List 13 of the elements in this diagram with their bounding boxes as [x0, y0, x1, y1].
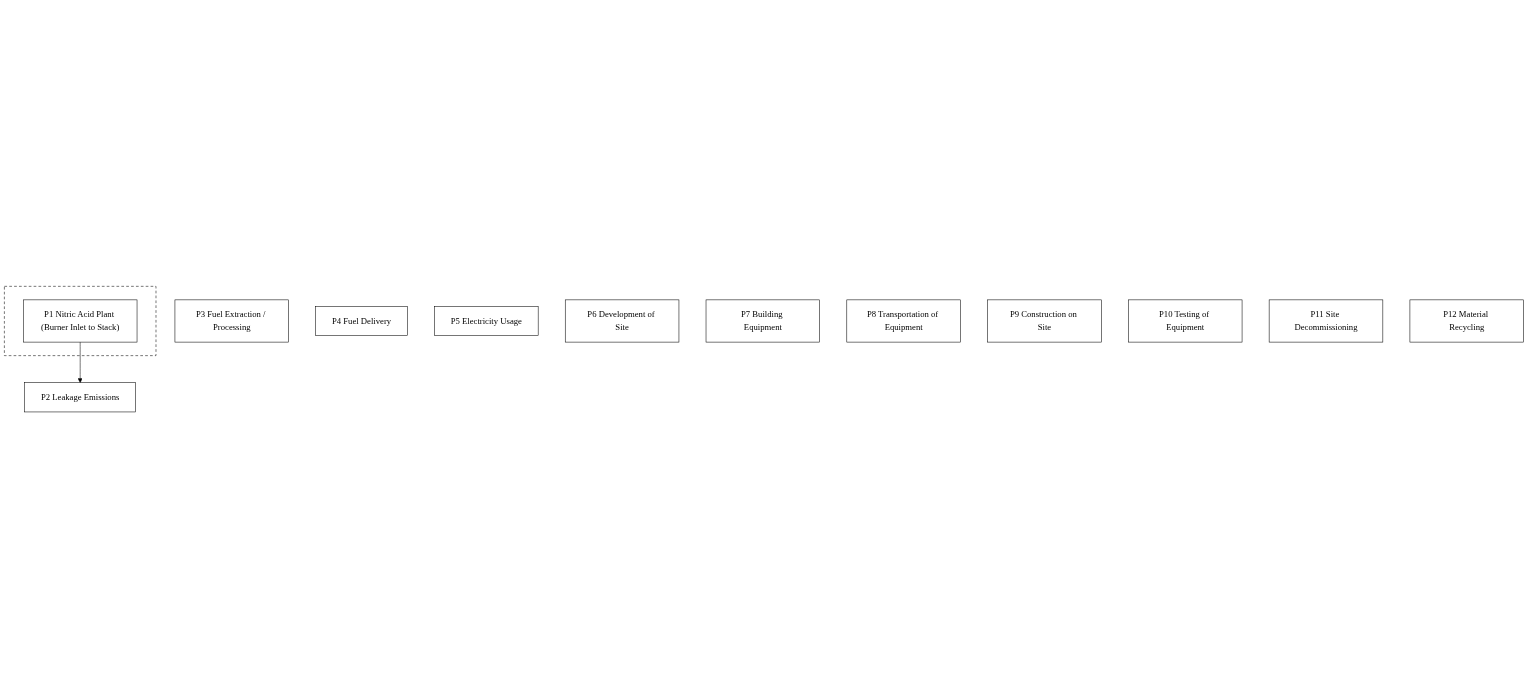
node-box: P8 Transportation of Equipment — [846, 299, 961, 343]
node-box: P6 Development of Site — [564, 299, 680, 343]
node-box: P1 Nitric Acid Plant (Burner Inlet to Stack) — [23, 299, 138, 343]
node-box: P5 Electricity Usage — [434, 306, 539, 337]
cluster — [4, 286, 157, 357]
node-box: P4 Fuel Delivery — [315, 306, 408, 337]
node-box: P12 Material Recycling — [1409, 299, 1524, 343]
node-box: P3 Fuel Extraction / Processing — [174, 299, 289, 343]
node-box: P11 Site Decommissioning — [1268, 299, 1384, 343]
node-box: P7 Building Equipment — [705, 299, 820, 343]
node-box: P9 Construction on Site — [987, 299, 1102, 343]
node-box: P10 Testing of Equipment — [1128, 299, 1243, 343]
node-box: P2 Leakage Emissions — [24, 382, 136, 413]
